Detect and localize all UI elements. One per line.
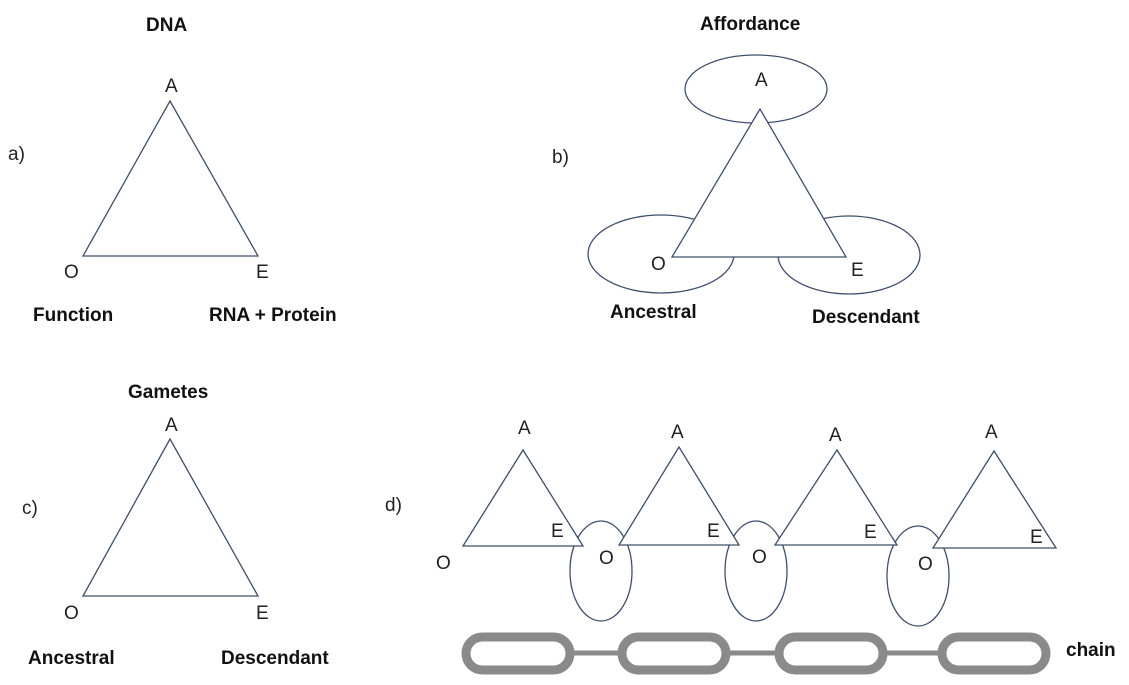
panel-a-vertex-a: A (165, 76, 178, 97)
panel-d-triangle-1-a: A (518, 418, 531, 439)
panel-d-triangle-3-o: O (752, 547, 767, 568)
panel-c-vertex-e: E (256, 603, 269, 624)
panel-b-label: b) (552, 147, 569, 168)
panel-d-triangle-2-a: A (671, 422, 684, 443)
panel-b-title: Affordance (700, 14, 800, 35)
panel-c-title: Gametes (128, 382, 208, 403)
panel-a-vertex-o: O (64, 262, 79, 283)
panel-b-left-label: Ancestral (610, 302, 697, 323)
panel-c-right-label: Descendant (221, 648, 329, 669)
panel-c-vertex-o: O (64, 603, 79, 624)
chain-label: chain (1066, 640, 1116, 661)
panel-d-triangle-3 (773, 448, 899, 546)
panel-b-vertex-a: A (755, 70, 768, 91)
panel-d-triangle-1-o: O (436, 553, 451, 574)
panel-d-triangle-4-a: A (985, 422, 998, 443)
panel-d-link-ellipse-1 (569, 520, 633, 622)
panel-c-label: c) (22, 498, 38, 519)
chain-link-4 (937, 632, 1051, 675)
panel-d-triangle-1-e: E (551, 521, 564, 542)
panel-b-triangle (670, 107, 848, 258)
panel-c: Gametes c) A O E Ancestral Descendant (22, 382, 329, 669)
panel-b-vertex-e: E (851, 260, 864, 281)
panel-d-triangle-4-e: E (1030, 527, 1043, 548)
chain-link-1 (461, 632, 575, 675)
panel-b-vertex-o: O (651, 254, 666, 275)
panel-a: DNA a) A O E Function RNA + Protein (8, 15, 337, 326)
chain-graphic (461, 632, 1051, 675)
panel-d-triangle-4 (931, 449, 1058, 549)
panel-d-link-ellipse-2 (724, 520, 788, 622)
panel-d-triangle-1 (461, 448, 585, 547)
panel-a-vertex-e: E (256, 262, 269, 283)
panel-d-triangle-3-a: A (829, 425, 842, 446)
chain-link-3 (774, 632, 888, 675)
panel-d-label: d) (385, 495, 402, 516)
panel-a-label: a) (8, 144, 25, 165)
panel-d-triangle-2-e: E (707, 521, 720, 542)
panel-c-triangle (81, 437, 260, 597)
panel-b: Affordance b) A O E Ancestral Descendant (552, 14, 921, 328)
panel-a-right-label: RNA + Protein (209, 305, 337, 326)
panel-d-triangle-3-e: E (864, 522, 877, 543)
panel-c-vertex-a: A (165, 415, 178, 436)
panel-d-triangle-2-o: O (599, 548, 614, 569)
panel-a-triangle (81, 99, 260, 257)
panel-d: d) A O E A O E A O E A O E (385, 418, 1116, 675)
panel-d-link-ellipse-3 (886, 525, 950, 627)
panel-c-left-label: Ancestral (28, 648, 115, 669)
panel-b-right-label: Descendant (812, 307, 920, 328)
chain-link-2 (617, 632, 731, 675)
panel-a-title: DNA (146, 15, 187, 36)
panel-d-triangle-2 (617, 445, 741, 546)
panel-d-triangle-4-o: O (918, 554, 933, 575)
panel-a-left-label: Function (33, 305, 113, 326)
